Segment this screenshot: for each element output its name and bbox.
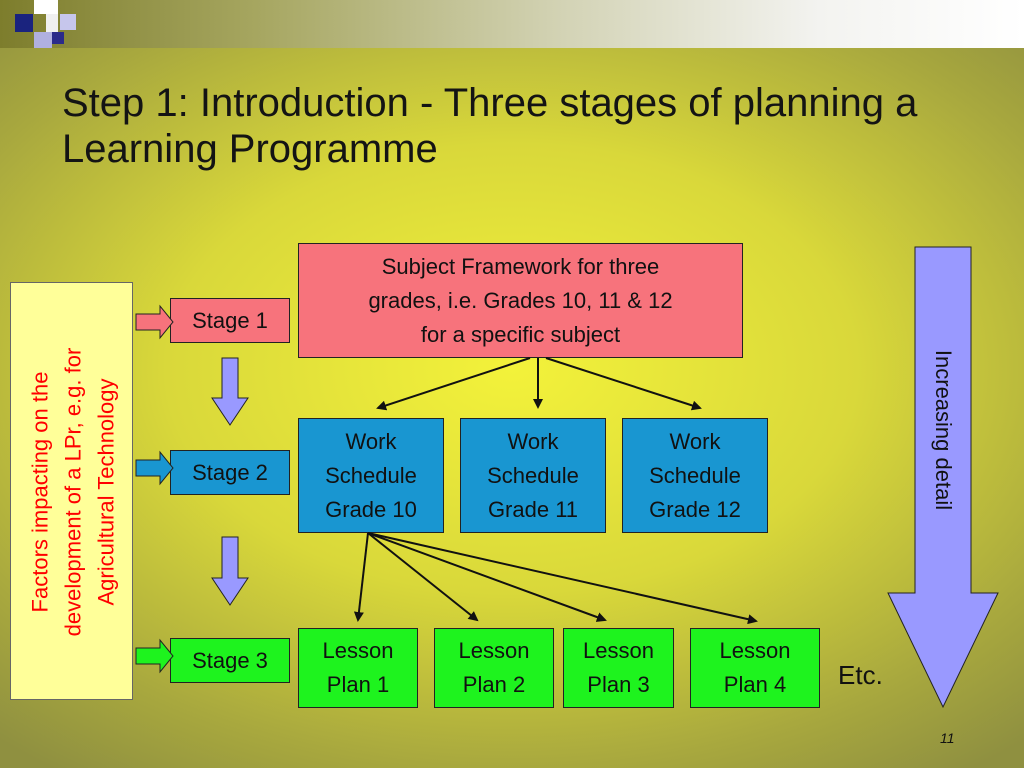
stage-1-box: Stage 1 (170, 298, 290, 343)
ws-10-line-3: Grade 10 (325, 496, 417, 522)
connector-ws10-lp2 (367, 532, 479, 622)
lesson-plan-3: Lesson Plan 3 (563, 628, 674, 708)
stage-3-box: Stage 3 (170, 638, 290, 683)
stage-1-input-arrow-icon (135, 304, 174, 340)
lp-3-line-1: Lesson (583, 638, 654, 663)
header-gradient-bar (0, 0, 1024, 48)
framework-line-2: grades, i.e. Grades 10, 11 & 12 (368, 287, 673, 313)
etc-label: Etc. (838, 660, 883, 690)
logo-square-navy-2 (52, 32, 64, 44)
framework-line-1: Subject Framework for three (381, 253, 660, 279)
factors-box: Factors impacting on the development of … (10, 282, 133, 700)
connector-framework-ws10 (376, 357, 531, 411)
stage-2-box: Stage 2 (170, 450, 290, 495)
ws-11-line-3: Grade 11 (487, 496, 579, 522)
connector-ws10-lp1 (353, 532, 369, 622)
connector-ws10-lp4 (367, 532, 758, 625)
ws-11-line-2: Schedule (487, 462, 579, 488)
work-schedule-grade-10: Work Schedule Grade 10 (298, 418, 444, 533)
stage-2-label: Stage 2 (192, 459, 268, 485)
increasing-detail-label: Increasing detail (931, 349, 956, 511)
ws-12-line-3: Grade 12 (649, 496, 741, 522)
logo-square-navy-1 (15, 14, 33, 32)
logo-square-lavender-1 (34, 32, 52, 48)
framework-line-3: for a specific subject (420, 321, 621, 347)
stage-3-input-arrow-icon (135, 638, 174, 674)
stage-2-to-3-arrow-icon (211, 536, 249, 606)
ws-10-line-1: Work (345, 428, 397, 454)
ws-12-line-2: Schedule (649, 462, 741, 488)
logo-square-white-1 (34, 0, 58, 14)
ws-12-line-1: Work (669, 428, 721, 454)
work-schedule-grade-11: Work Schedule Grade 11 (460, 418, 606, 533)
lesson-plan-4: Lesson Plan 4 (690, 628, 820, 708)
increasing-detail-arrow-icon (887, 246, 999, 709)
lesson-plan-connectors (353, 532, 758, 625)
lp-1-line-1: Lesson (322, 638, 394, 663)
lp-2-line-2: Plan 2 (462, 672, 526, 697)
lp-3-line-2: Plan 3 (587, 672, 650, 697)
logo-square-white-2 (46, 14, 58, 32)
stage-1-to-2-arrow-icon (211, 357, 249, 426)
lesson-plan-2: Lesson Plan 2 (434, 628, 554, 708)
logo-square-lavender-2 (60, 14, 76, 30)
connector-ws10-lp3 (367, 532, 607, 622)
lp-4-line-1: Lesson (719, 638, 791, 663)
work-schedule-grade-12: Work Schedule Grade 12 (622, 418, 768, 533)
lp-2-line-1: Lesson (458, 638, 530, 663)
slide-title: Step 1: Introduction - Three stages of p… (62, 81, 918, 171)
stage-1-label: Stage 1 (192, 307, 268, 333)
subject-framework-box: Subject Framework for three grades, i.e.… (298, 243, 743, 358)
stage-2-input-arrow-icon (135, 450, 174, 486)
ws-10-line-2: Schedule (325, 462, 417, 488)
ws-11-line-1: Work (507, 428, 559, 454)
connector-framework-ws12 (545, 357, 702, 411)
lp-1-line-2: Plan 1 (326, 672, 390, 697)
stage-3-label: Stage 3 (192, 647, 268, 673)
page-number: 11 (940, 730, 955, 746)
lp-4-line-2: Plan 4 (723, 672, 787, 697)
framework-connectors (376, 357, 702, 411)
lesson-plan-1: Lesson Plan 1 (298, 628, 418, 708)
